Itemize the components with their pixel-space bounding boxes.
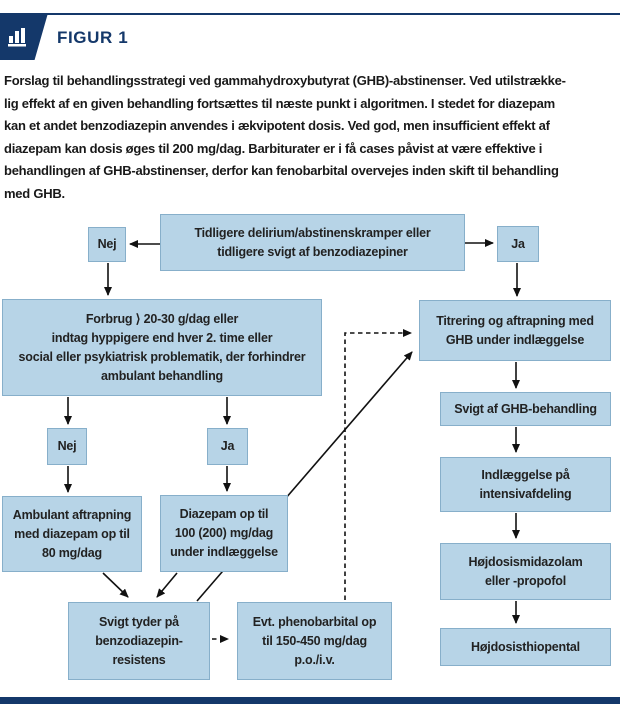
node-ja-top: Ja <box>497 226 539 262</box>
node-nej-top: Nej <box>88 227 126 262</box>
node-diazepam: Diazepam op til 100 (200) mg/dag under i… <box>160 495 288 572</box>
bar-chart-icon <box>8 27 26 46</box>
node-hoejdosis-thiopental: Højdosisthiopental <box>440 628 611 666</box>
bottom-rule <box>0 697 620 704</box>
node-hoejdosis-midazolam: Højdosismidazolam eller -propofol <box>440 543 611 600</box>
node-ja-mid: Ja <box>207 428 248 465</box>
node-svigt-benzodiazepin: Svigt tyder på benzodiazepin- resistens <box>68 602 210 680</box>
node-nej-mid: Nej <box>47 428 87 465</box>
node-svigt-ghb: Svigt af GHB-behandling <box>440 392 611 426</box>
node-titrering-ghb: Titrering og aftrapning med GHB under in… <box>419 300 611 361</box>
node-phenobarbital: Evt. phenobarbital op til 150-450 mg/dag… <box>237 602 392 680</box>
node-forbrug: Forbrug ⟩ 20-30 g/dag eller indtag hyppi… <box>2 299 322 396</box>
node-indlaeggelse-intensiv: Indlæggelse på intensivafdeling <box>440 457 611 512</box>
node-ambulant-aftrapning: Ambulant aftrapning med diazepam op til … <box>2 496 142 572</box>
top-rule <box>0 13 620 15</box>
figure-caption: Forslag til behandlingsstrategi ved gamm… <box>4 73 566 201</box>
figure-label: FIGUR 1 <box>57 28 129 47</box>
node-decision-history: Tidligere delirium/abstinenskramper elle… <box>160 214 465 271</box>
